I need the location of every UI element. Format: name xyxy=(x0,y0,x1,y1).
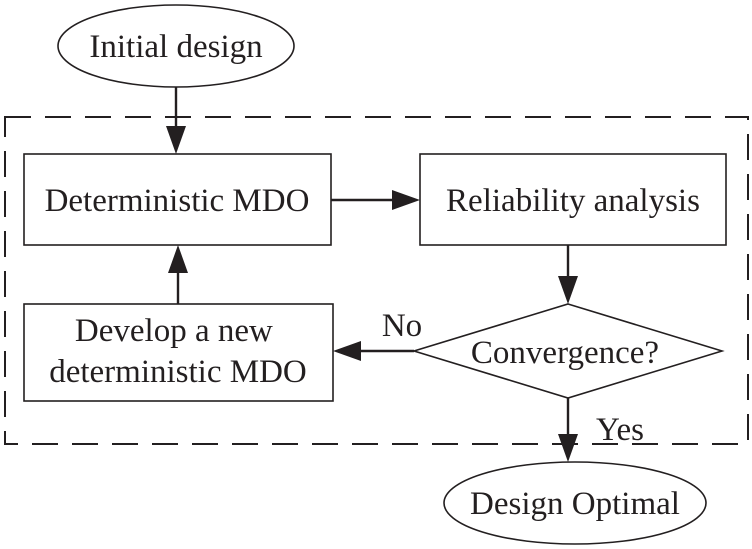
arrow-convergence-to-new-mdo xyxy=(333,341,414,361)
start-node: Initial design xyxy=(57,4,295,88)
reliability-analysis-label: Reliability analysis xyxy=(446,183,700,219)
end-label: Design Optimal xyxy=(470,486,680,522)
reliability-analysis-node: Reliability analysis xyxy=(419,153,727,246)
convergence-node: Convergence? xyxy=(411,303,725,399)
deterministic-mdo-node: Deterministic MDO xyxy=(23,153,332,246)
arrow-start-to-mdo xyxy=(166,87,186,154)
loop-boundary xyxy=(4,116,749,445)
new-mdo-label: Develop a new deterministic MDO xyxy=(49,313,307,390)
arrow-mdo-to-reliability xyxy=(331,190,420,210)
arrow-new-mdo-to-mdo xyxy=(168,245,188,304)
new-mdo-label-line-1: Develop a new xyxy=(75,313,273,349)
no-label: No xyxy=(382,308,422,344)
convergence-label: Convergence? xyxy=(471,335,659,371)
end-node: Design Optimal xyxy=(443,461,707,545)
new-mdo-node: Develop a new deterministic MDO xyxy=(23,303,334,402)
arrow-reliability-to-convergence xyxy=(558,245,578,304)
yes-label: Yes xyxy=(596,412,644,448)
deterministic-mdo-label: Deterministic MDO xyxy=(45,183,310,219)
arrow-convergence-to-end xyxy=(558,398,578,462)
start-label: Initial design xyxy=(89,29,262,65)
new-mdo-label-line-2: deterministic MDO xyxy=(49,354,307,390)
